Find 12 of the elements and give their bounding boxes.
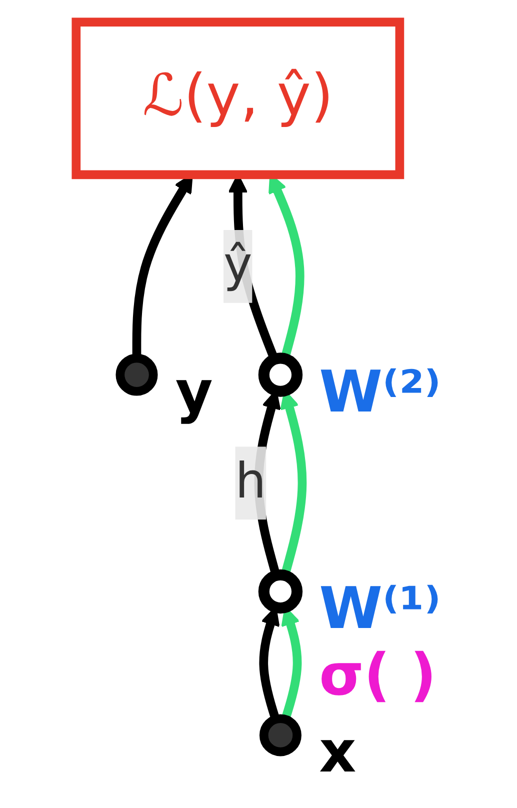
node-circle bbox=[258, 352, 303, 397]
node-caption: σ( ) bbox=[319, 641, 436, 708]
edge-label: h bbox=[235, 455, 266, 511]
node-caption: y bbox=[175, 358, 213, 426]
node-caption: W⁽²⁾ bbox=[319, 358, 441, 426]
node-caption: W⁽¹⁾ bbox=[319, 574, 441, 642]
node-circle bbox=[258, 569, 303, 614]
node-caption: x bbox=[319, 718, 356, 786]
node-circle bbox=[259, 714, 302, 756]
edge-label: ŷ bbox=[224, 238, 252, 294]
node-circle bbox=[116, 354, 158, 396]
node-box: ℒ(y, ŷ) bbox=[72, 18, 404, 180]
